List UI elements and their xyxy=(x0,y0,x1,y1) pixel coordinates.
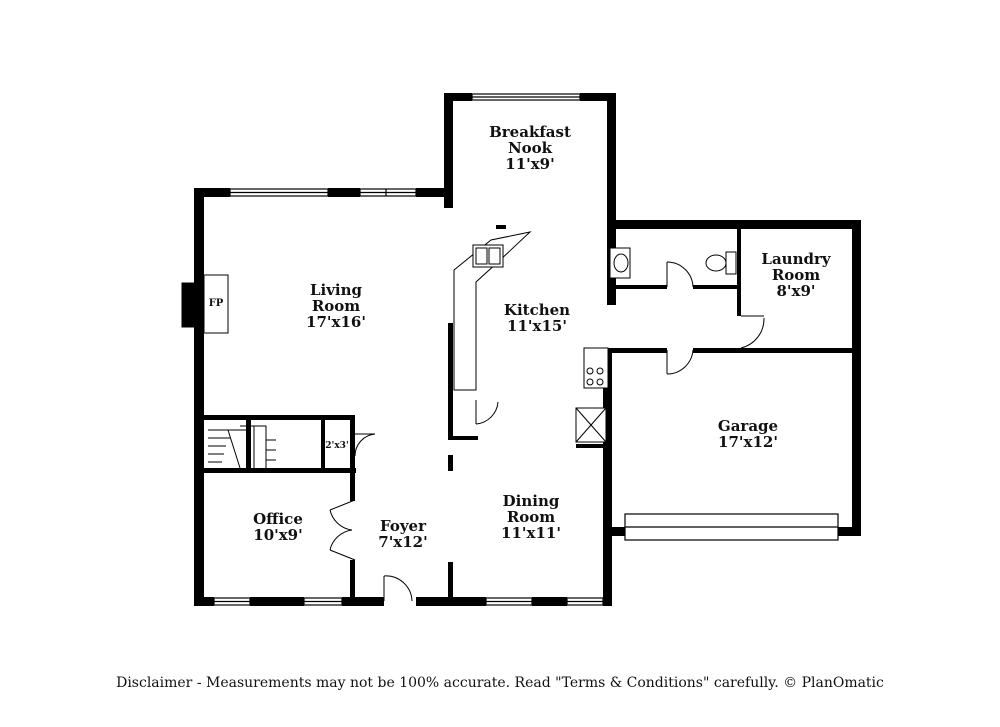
fireplace-label: FP xyxy=(209,298,224,309)
foyer-size: 7'x12' xyxy=(378,533,427,551)
closet-size: 2'x3' xyxy=(325,441,348,451)
doors xyxy=(329,261,765,602)
kitchen-label: Kitchen xyxy=(504,301,570,319)
garage-label: Garage xyxy=(718,417,778,435)
windows xyxy=(213,93,839,606)
foyer-label: Foyer xyxy=(380,517,427,535)
breakfast-nook-size: 11'x9' xyxy=(505,155,554,173)
fixtures xyxy=(181,231,737,469)
interior-walls xyxy=(204,225,861,606)
breakfast-nook-label-2: Nook xyxy=(508,139,553,157)
room-labels: Breakfast Nook 11'x9' Living Room 17'x16… xyxy=(209,123,832,551)
laundry-room-label: Laundry xyxy=(761,250,831,268)
living-room-label-2: Room xyxy=(312,297,360,315)
living-room-label: Living xyxy=(310,281,363,299)
laundry-room-size: 8'x9' xyxy=(776,282,815,300)
breakfast-nook-label: Breakfast xyxy=(489,123,571,141)
disclaimer-text: Disclaimer - Measurements may not be 100… xyxy=(116,675,884,691)
dining-room-size: 11'x11' xyxy=(501,524,561,542)
kitchen-size: 11'x15' xyxy=(507,317,567,335)
office-size: 10'x9' xyxy=(253,526,302,544)
dining-room-label-2: Room xyxy=(507,508,555,526)
laundry-room-label-2: Room xyxy=(772,266,820,284)
office-label: Office xyxy=(253,510,303,528)
garage-size: 17'x12' xyxy=(718,433,778,451)
living-room-size: 17'x16' xyxy=(306,313,366,331)
dining-room-label: Dining xyxy=(503,492,560,510)
